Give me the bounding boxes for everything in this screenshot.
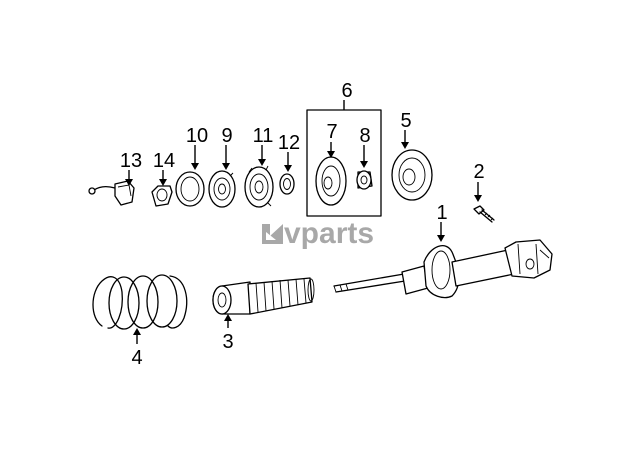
part-14-bracket[interactable]: [151, 185, 173, 207]
part-11-upper-plate[interactable]: [244, 165, 274, 208]
callout-14: 14: [153, 150, 175, 172]
part-10-seal[interactable]: [175, 171, 205, 207]
callout-8: 8: [359, 125, 370, 147]
part-7-insulator[interactable]: [315, 156, 347, 206]
part-2-bolt[interactable]: [473, 205, 495, 223]
part-5-spring-seat[interactable]: [391, 149, 433, 201]
part-1-strut[interactable]: [333, 239, 553, 299]
part-3-dust-boot[interactable]: [212, 277, 315, 315]
callout-7: 7: [326, 121, 337, 143]
part-9-mount[interactable]: [208, 170, 236, 208]
callout-3: 3: [222, 331, 233, 353]
watermark: vparts: [262, 217, 374, 250]
callout-2: 2: [473, 161, 484, 183]
callout-1: 1: [436, 202, 447, 224]
callout-5: 5: [400, 110, 411, 132]
leader-lines: [125, 100, 482, 344]
callout-12: 12: [278, 132, 300, 154]
part-13-sensor-harness[interactable]: [88, 180, 135, 206]
part-4-coil-spring[interactable]: [92, 274, 188, 330]
watermark-logo-icon: [262, 224, 283, 244]
callout-4: 4: [131, 347, 142, 369]
callout-13: 13: [120, 150, 142, 172]
callout-6: 6: [341, 80, 352, 102]
callouts: 13 14 10 9 11 12 6 7 8 5 2 1 3 4: [120, 80, 485, 369]
part-8-cap[interactable]: [356, 170, 373, 190]
watermark-text: vparts: [284, 217, 374, 250]
callout-9: 9: [221, 125, 232, 147]
part-12-bearing[interactable]: [279, 173, 295, 195]
callout-11: 11: [253, 125, 274, 147]
callout-10: 10: [186, 125, 208, 147]
